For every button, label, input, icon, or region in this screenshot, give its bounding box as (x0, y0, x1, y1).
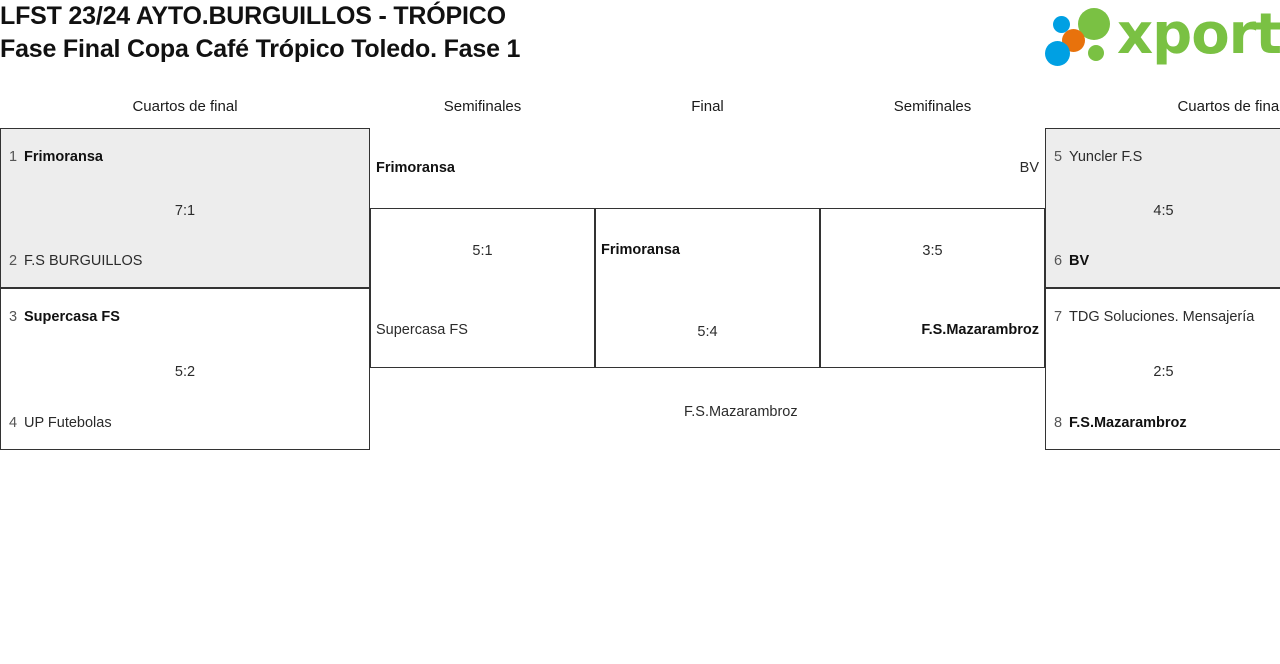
logo-dot-blue-small (1053, 16, 1070, 33)
match-box-qf3[interactable]: 5 Yuncler F.S 4:5 6 BV (1045, 128, 1280, 288)
qf1-bottom-seed: 2 (9, 253, 18, 269)
qf1-score: 7:1 (174, 203, 196, 219)
qf2-bottom-seed: 4 (9, 415, 18, 431)
qf3-top-team: Yuncler F.S (1069, 149, 1143, 165)
qf4-score: 2:5 (1153, 364, 1174, 380)
page-title-line-1: LFST 23/24 AYTO.BURGUILLOS - TRÓPICO (0, 2, 506, 30)
sf-left-bottom-team[interactable]: Supercasa FS (376, 322, 468, 338)
qf1-bottom-slot[interactable]: 2 F.S BURGUILLOS (1, 251, 369, 271)
match-box-sf-right[interactable]: 3:5 (820, 208, 1045, 368)
qf3-score: 4:5 (1153, 203, 1174, 219)
qf2-bottom-slot[interactable]: 4 UP Futebolas (1, 413, 369, 433)
logo-dot-blue-large (1045, 41, 1070, 66)
round-header-cuartos-left: Cuartos de final (132, 98, 238, 115)
qf4-bottom-team: F.S.Mazarambroz (1069, 415, 1187, 431)
sf-left-top-team[interactable]: Frimoransa (376, 160, 455, 176)
qf3-top-slot[interactable]: 5 Yuncler F.S (1046, 147, 1280, 167)
sf-right-top-team[interactable]: BV (1019, 160, 1039, 176)
page-title-line-2: Fase Final Copa Café Trópico Toledo. Fas… (0, 35, 521, 63)
round-header-semis-left: Semifinales (443, 98, 522, 115)
qf2-top-slot[interactable]: 3 Supercasa FS (1, 307, 369, 327)
match-box-qf2[interactable]: 3 Supercasa FS 5:2 4 UP Futebolas (0, 288, 370, 450)
xporty-logo-wordmark: xporty (1117, 2, 1280, 67)
qf4-top-seed: 7 (1054, 309, 1063, 325)
qf3-bottom-team: BV (1069, 253, 1090, 269)
qf2-score: 5:2 (174, 364, 196, 380)
qf2-top-seed: 3 (9, 309, 18, 325)
final-top-team[interactable]: Frimoransa (601, 242, 680, 258)
sf-right-bottom-team[interactable]: F.S.Mazarambroz (921, 322, 1039, 338)
qf1-top-team: Frimoransa (24, 149, 103, 165)
qf4-top-slot[interactable]: 7 TDG Soluciones. Mensajería (1046, 307, 1280, 327)
final-bottom-team[interactable]: F.S.Mazarambroz (684, 404, 798, 420)
match-box-qf1[interactable]: 1 Frimoransa 7:1 2 F.S BURGUILLOS (0, 128, 370, 288)
sf-left-score: 5:1 (472, 243, 493, 259)
qf2-top-team: Supercasa FS (24, 309, 120, 325)
qf1-top-slot[interactable]: 1 Frimoransa (1, 147, 369, 167)
logo-dot-green-small (1088, 45, 1104, 61)
final-score: 5:4 (697, 324, 718, 340)
match-box-sf-left[interactable]: 5:1 (370, 208, 595, 368)
qf4-top-team: TDG Soluciones. Mensajería (1069, 309, 1255, 325)
xporty-logo[interactable]: xporty (1045, 2, 1280, 68)
sf-right-score: 3:5 (922, 243, 943, 259)
xporty-logo-dots-icon (1045, 8, 1125, 66)
qf1-top-seed: 1 (9, 149, 18, 165)
qf4-bottom-slot[interactable]: 8 F.S.Mazarambroz (1046, 413, 1280, 433)
qf4-bottom-seed: 8 (1054, 415, 1063, 431)
match-box-final[interactable]: 5:4 (595, 208, 820, 368)
round-header-semis-right: Semifinales (893, 98, 972, 115)
qf1-bottom-team: F.S BURGUILLOS (24, 253, 143, 269)
qf3-top-seed: 5 (1054, 149, 1063, 165)
qf3-bottom-seed: 6 (1054, 253, 1063, 269)
qf3-bottom-slot[interactable]: 6 BV (1046, 251, 1280, 271)
round-header-cuartos-right: Cuartos de final (1177, 98, 1280, 115)
round-header-final: Final (691, 98, 724, 115)
qf2-bottom-team: UP Futebolas (24, 415, 112, 431)
match-box-qf4[interactable]: 7 TDG Soluciones. Mensajería 2:5 8 F.S.Maz… (1045, 288, 1280, 450)
page-title: LFST 23/24 AYTO.BURGUILLOS - TRÓPICO Fas… (0, 0, 1000, 66)
